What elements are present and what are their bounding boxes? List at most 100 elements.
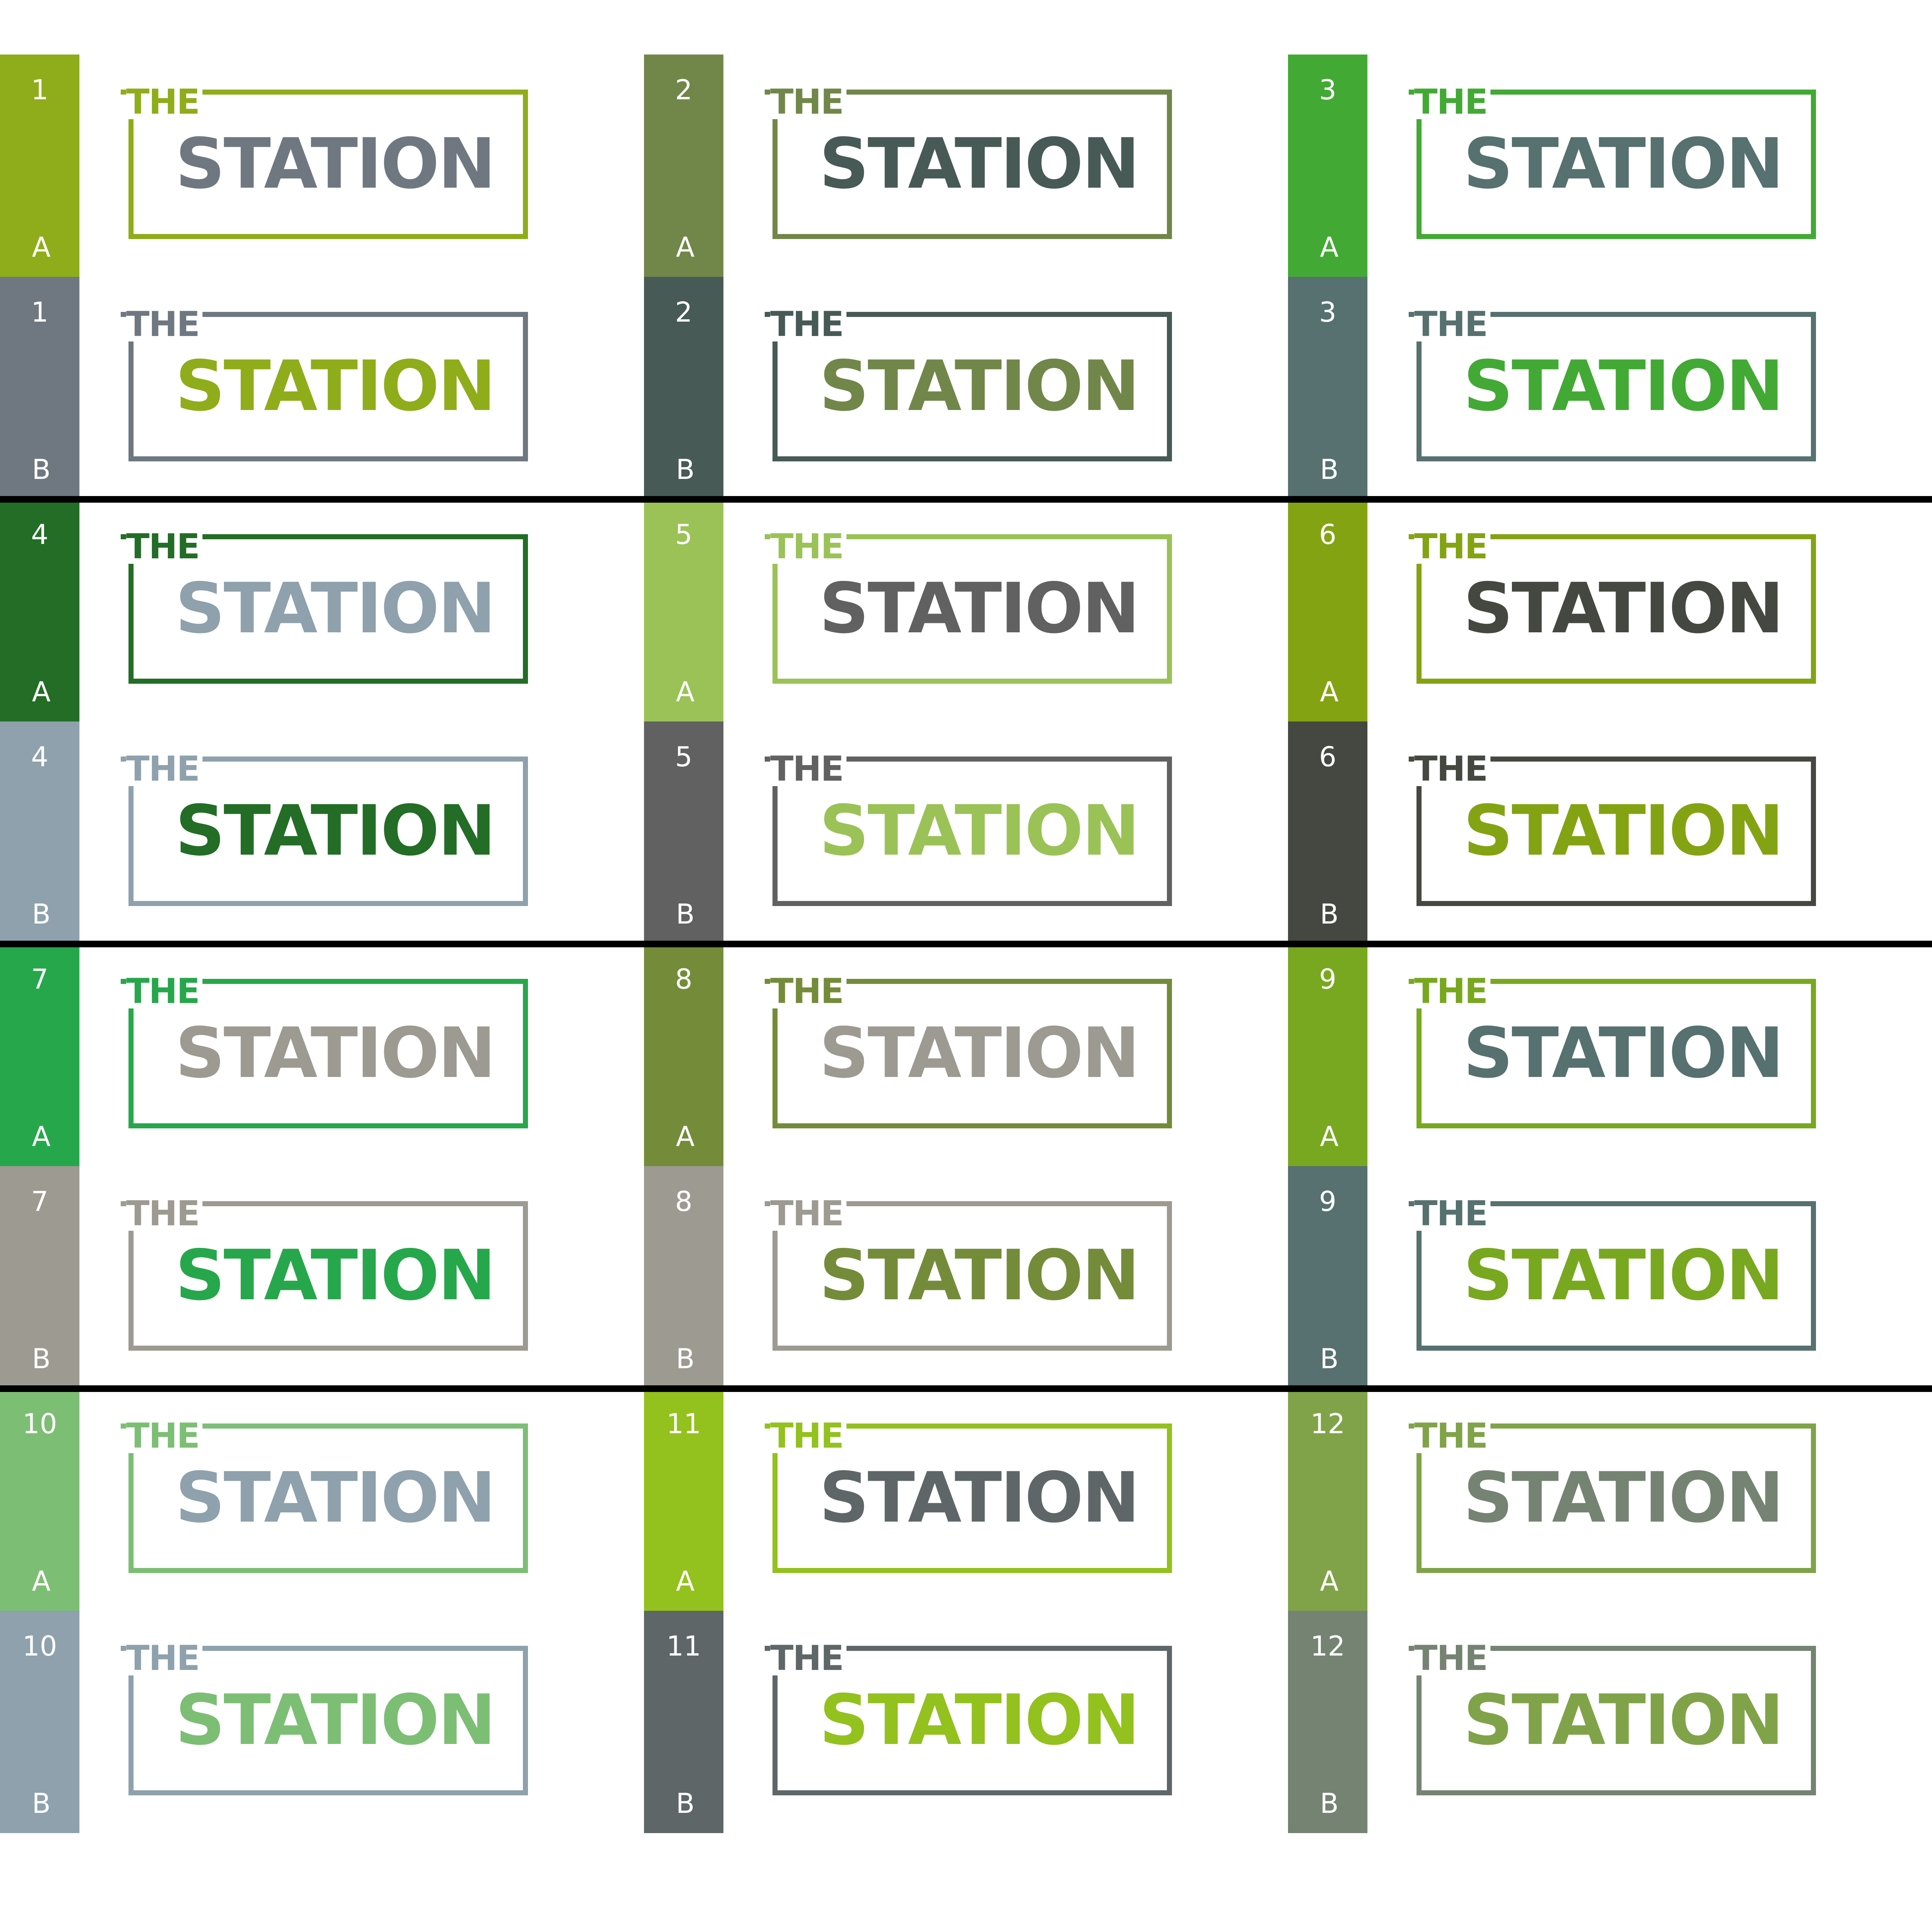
station-logo: THE STATION (117, 1197, 528, 1357)
logo-word-the: THE (1414, 307, 1490, 341)
variant-letter: B (32, 1343, 51, 1375)
variant-letter: A (32, 231, 51, 263)
logo-word-station: STATION (175, 123, 496, 204)
logo-frame (1416, 1201, 1816, 1351)
logo-word-the: THE (770, 85, 846, 119)
variant-number: 1 (31, 74, 49, 106)
logo-frame (1416, 1646, 1816, 1795)
station-logo: THE STATION (1405, 1641, 1816, 1802)
logo-word-the: THE (126, 974, 202, 1008)
variant-letter: B (32, 1788, 51, 1819)
variant-letter: B (32, 454, 51, 486)
variant-letter: A (1320, 1565, 1339, 1597)
logo-frame (128, 1423, 528, 1573)
logo-word-station: STATION (1463, 346, 1784, 426)
logo-word-the: THE (1414, 1419, 1490, 1453)
logo-frame (772, 534, 1172, 684)
variant-letter: B (1320, 1343, 1339, 1375)
logo-frame (1416, 1423, 1816, 1573)
logo-word-the: THE (1414, 85, 1490, 119)
station-logo: THE STATION (1405, 1419, 1816, 1579)
logo-frame (128, 979, 528, 1128)
logo-frame (1416, 312, 1816, 461)
logo-frame (772, 757, 1172, 906)
group-divider (0, 941, 1932, 947)
logo-frame (128, 1646, 528, 1795)
variant-letter: B (1320, 898, 1339, 930)
variant-number: 12 (1310, 1630, 1345, 1662)
variant-letter: B (1320, 1788, 1339, 1819)
logo-frame (128, 757, 528, 906)
variant-letter: A (676, 676, 695, 708)
logo-word-the: THE (1414, 974, 1490, 1008)
logo-word-station: STATION (819, 1013, 1140, 1093)
logo-word-station: STATION (1463, 1680, 1784, 1760)
variant-number: 4 (31, 519, 49, 551)
variant-letter: A (32, 1565, 51, 1597)
logo-word-the: THE (1414, 1641, 1490, 1675)
variant-number: 8 (675, 963, 693, 995)
variant-number: 6 (1319, 519, 1337, 551)
variant-letter: B (676, 1343, 695, 1375)
logo-word-station: STATION (1463, 1457, 1784, 1538)
logo-word-station: STATION (175, 568, 496, 649)
logo-frame (772, 979, 1172, 1128)
logo-frame (1416, 90, 1816, 239)
variant-number: 3 (1319, 74, 1337, 106)
group-divider (0, 496, 1932, 503)
variant-number: 12 (1310, 1408, 1345, 1440)
logo-word-the: THE (126, 1197, 202, 1231)
logo-word-station: STATION (175, 1457, 496, 1538)
logo-word-station: STATION (1463, 1013, 1784, 1093)
logo-frame (772, 90, 1172, 239)
variant-letter: A (676, 231, 695, 263)
logo-word-station: STATION (175, 1235, 496, 1316)
variant-number: 5 (675, 741, 693, 773)
logo-frame (772, 1423, 1172, 1573)
logo-word-the: THE (1414, 752, 1490, 786)
variant-number: 6 (1319, 741, 1337, 773)
variant-letter: B (676, 1788, 695, 1819)
logo-frame (128, 1201, 528, 1351)
variant-number: 11 (666, 1408, 701, 1440)
variant-letter: A (1320, 1121, 1339, 1153)
